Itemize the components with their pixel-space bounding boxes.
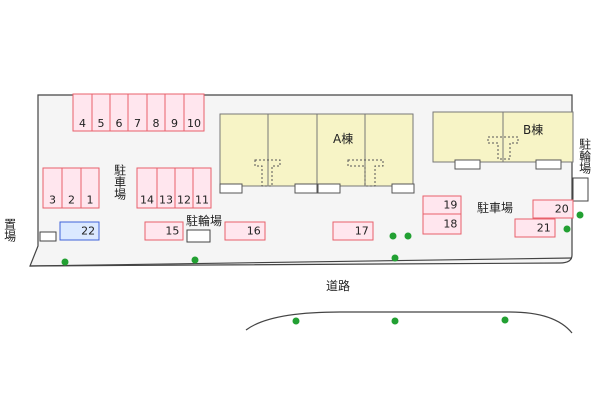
- tree-icon: [61, 258, 69, 266]
- parking-slot-number-16: 16: [247, 225, 261, 238]
- parking-slot-17: [332, 221, 374, 241]
- parking-slot-number-9: 9: [171, 117, 178, 130]
- parking-slot-number-21: 21: [537, 222, 551, 235]
- tree-icon: [563, 225, 571, 233]
- parking-slot-number-20: 20: [555, 203, 569, 216]
- parking-slot-15: [144, 221, 184, 241]
- parking-slot-number-7: 7: [134, 117, 141, 130]
- tree-icon: [391, 254, 399, 262]
- parking-label-left: 駐車場: [112, 164, 127, 200]
- parking-slot-19: [422, 195, 462, 215]
- parking-slot-number-17: 17: [355, 225, 369, 238]
- tree-icon: [292, 317, 300, 325]
- tree-icon: [501, 316, 509, 324]
- bike-parking-label-right: 駐輪場: [577, 138, 592, 174]
- parking-slot-number-4: 4: [79, 117, 86, 130]
- bike-parking-area-right: [572, 177, 589, 202]
- parking-slot-number-14: 14: [140, 194, 154, 207]
- parking-slot-number-11: 11: [195, 194, 209, 207]
- parking-slot-16: [224, 221, 266, 241]
- building-a-label: A棟: [333, 132, 354, 146]
- building-b-label: B棟: [523, 123, 544, 137]
- tree-icon: [576, 211, 584, 219]
- parking-slot-number-2: 2: [68, 194, 75, 207]
- parking-slot-21: [514, 218, 556, 238]
- parking-slot-number-10: 10: [187, 117, 201, 130]
- parking-slot-number-18: 18: [443, 218, 457, 231]
- tree-icon: [404, 232, 412, 240]
- parking-slot-number-6: 6: [116, 117, 123, 130]
- parking-slot-number-5: 5: [98, 117, 105, 130]
- parking-slot-20: [532, 199, 574, 219]
- building-a: [219, 113, 415, 194]
- tree-icon: [191, 256, 199, 264]
- bike-parking-label: 駐輪場: [186, 214, 223, 228]
- parking-slot-22: [59, 221, 100, 241]
- road-edge-line: [29, 257, 573, 267]
- parking-slot-number-8: 8: [153, 117, 160, 130]
- bike-parking-area: [186, 229, 211, 243]
- dumping-area-label: 置場: [2, 218, 17, 242]
- parking-slot-number-12: 12: [177, 194, 191, 207]
- parking-slot-14: [136, 167, 158, 209]
- parking-slot-number-1: 1: [87, 194, 94, 207]
- parking-slot-number-15: 15: [165, 225, 179, 238]
- dumping-area: [39, 231, 57, 242]
- tree-icon: [391, 317, 399, 325]
- building-b: [432, 111, 574, 170]
- parking-slot-number-13: 13: [159, 194, 173, 207]
- parking-slot-10: [183, 93, 205, 132]
- tree-icon: [389, 232, 397, 240]
- parking-label-right: 駐車場: [477, 201, 514, 215]
- road-label: 道路: [326, 279, 351, 293]
- trees: [61, 211, 584, 325]
- parking-slot-number-3: 3: [49, 194, 56, 207]
- parking-slot-3: [42, 167, 63, 209]
- road-lower-edge: [245, 311, 573, 334]
- parking-slot-number-19: 19: [443, 199, 457, 212]
- parking-slot-number-22: 22: [81, 225, 95, 238]
